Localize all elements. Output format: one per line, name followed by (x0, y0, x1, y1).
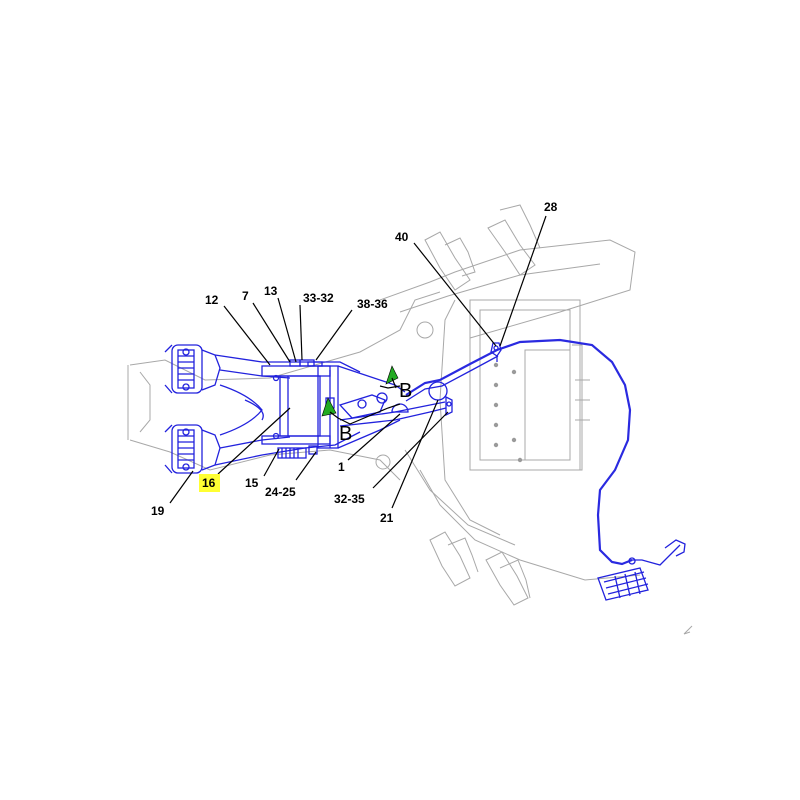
callout-7: 7 (242, 289, 249, 303)
callout-16-highlight (199, 474, 220, 492)
callout-38-36: 38-36 (357, 297, 388, 311)
callout-labels: 12 7 13 33-32 38-36 40 28 16 19 15 24-25… (151, 200, 558, 525)
upper-clevis (164, 344, 221, 394)
view-arrow-upper-icon (385, 365, 399, 385)
end-connector (597, 539, 686, 601)
leader-lines (169, 215, 547, 509)
blue-components (164, 338, 686, 601)
view-arrow-lower-icon (321, 397, 337, 417)
callout-19: 19 (151, 504, 165, 518)
machine-frame (127, 204, 693, 635)
callout-12: 12 (205, 293, 219, 307)
view-letter-upper: B (399, 380, 412, 402)
callout-32-35: 32-35 (334, 492, 365, 506)
callout-13: 13 (264, 284, 278, 298)
callout-1: 1 (338, 460, 345, 474)
callout-15: 15 (245, 476, 259, 490)
callout-28: 28 (544, 200, 558, 214)
callout-33-32: 33-32 (303, 291, 334, 305)
callout-40: 40 (395, 230, 409, 244)
lower-clevis (164, 424, 221, 474)
callout-21: 21 (380, 511, 394, 525)
callout-24-25: 24-25 (265, 485, 296, 499)
view-indicator-b: B B (321, 365, 412, 445)
view-letter-lower: B (339, 423, 352, 445)
callout-16: 16 (202, 476, 216, 490)
